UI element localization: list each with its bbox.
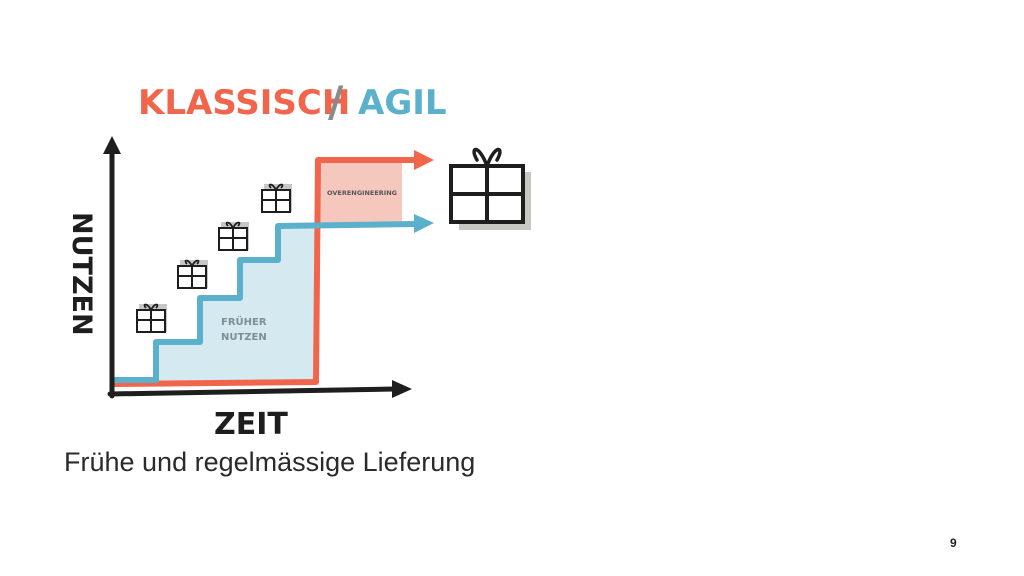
y-axis-label: NUTZEN xyxy=(66,212,97,336)
classic-path xyxy=(111,157,419,387)
page-number: 9 xyxy=(950,536,957,550)
gift-icon xyxy=(218,221,249,251)
early-value-label-line1: FRÜHER xyxy=(221,314,267,328)
gift-icon xyxy=(177,259,208,289)
classic-arrow-head xyxy=(414,150,434,170)
overengineering-label: OVERENGINEERING xyxy=(327,189,397,197)
y-axis-arrow xyxy=(103,136,121,154)
x-axis xyxy=(107,386,397,397)
title-classic: KLASSISCH xyxy=(138,83,350,123)
title: KLASSISCH / AGIL xyxy=(138,77,447,126)
gift-icon-large xyxy=(449,147,531,230)
caption: Frühe und regelmässige Lieferung xyxy=(64,447,476,477)
gift-icon xyxy=(136,303,167,333)
title-slash: / xyxy=(328,77,344,126)
overengineering-area xyxy=(318,163,402,223)
agile-arrow-head xyxy=(414,214,434,233)
early-value-label-line2: NUTZEN xyxy=(221,332,267,343)
x-axis-arrow xyxy=(392,380,412,398)
agile-path xyxy=(111,221,419,383)
x-axis-label: ZEIT xyxy=(214,407,288,442)
gift-icon xyxy=(261,183,292,213)
title-agile: AGIL xyxy=(358,83,447,123)
